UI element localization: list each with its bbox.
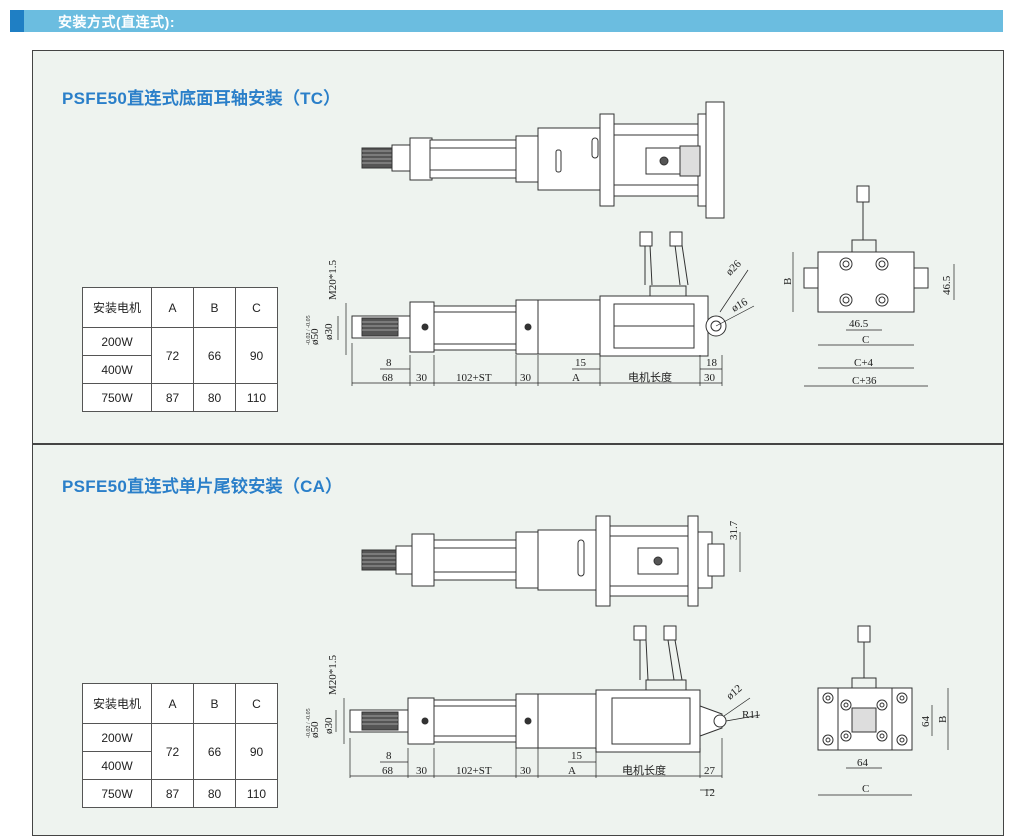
dim-30a: 30 <box>416 372 428 384</box>
spec-table-tc: 安装电机 A B C 200W 72 66 90 400W 750W 87 80… <box>82 287 278 412</box>
dim-d50-tol: -0.02 / -0.05 <box>306 315 312 345</box>
ca-end-dimension-lines <box>818 688 949 796</box>
dim-102-st: 102+ST <box>456 765 492 777</box>
dim-c-36: C+36 <box>852 375 877 387</box>
dim-68: 68 <box>382 372 394 384</box>
ca-side-view <box>349 625 727 753</box>
value-cell: 66 <box>193 327 236 384</box>
value-cell: 80 <box>193 779 236 808</box>
dim-30a: 30 <box>416 765 428 777</box>
dim-c-4: C+4 <box>854 357 874 369</box>
table-header-cell: C <box>235 683 278 724</box>
value-cell: 110 <box>235 779 278 808</box>
dim-68: 68 <box>382 765 394 777</box>
motor-cell: 200W <box>82 723 152 752</box>
dim-d12: ø12 <box>724 682 744 702</box>
dim-d30: ø30 <box>323 717 335 734</box>
dim-d50: ø50 <box>309 721 321 738</box>
dim-a: A <box>572 372 580 384</box>
dim-m20: M20*1.5 <box>327 259 339 300</box>
dim-motor-length: 电机长度 <box>628 370 672 384</box>
dim-d26: ø26 <box>724 258 745 279</box>
dim-8: 8 <box>386 750 392 762</box>
dim-46-5-horizontal: 46.5 <box>849 318 869 330</box>
dim-31-7: 31.7 <box>728 520 740 540</box>
dim-27: 27 <box>704 765 716 777</box>
tc-dimension-lines <box>337 269 755 386</box>
dim-8: 8 <box>386 357 392 369</box>
dim-30b: 30 <box>520 765 532 777</box>
tc-side-view <box>351 231 727 357</box>
dim-c: C <box>862 783 869 795</box>
ca-end-view <box>817 625 913 751</box>
table-header-cell: A <box>151 683 194 724</box>
dim-m20: M20*1.5 <box>327 654 339 695</box>
dim-12: 12 <box>704 787 715 799</box>
dim-15: 15 <box>575 357 587 369</box>
ca-dimension-lines <box>335 697 761 791</box>
dim-d16: ø16 <box>730 296 751 315</box>
dim-motor-length: 电机长度 <box>622 763 666 777</box>
section-header-bar: 安装方式(直连式): <box>10 10 1003 32</box>
dim-30c: 30 <box>704 372 716 384</box>
table-row: 750W 87 80 110 <box>82 779 278 808</box>
tc-top-view <box>361 101 725 219</box>
value-cell: 66 <box>193 723 236 780</box>
ca-top-view <box>361 515 725 607</box>
tc-end-view <box>803 185 929 313</box>
dim-d50: ø50 <box>309 328 321 345</box>
dim-64-horizontal: 64 <box>857 757 869 769</box>
spec-table-ca: 安装电机 A B C 200W 72 66 90 400W 750W 87 80… <box>82 683 278 808</box>
dim-c: C <box>862 334 869 346</box>
tc-end-dimension-lines <box>792 252 955 387</box>
table-header-cell: 安装电机 <box>82 683 152 724</box>
table-row: 400W <box>82 355 278 384</box>
value-cell: 87 <box>151 779 194 808</box>
value-cell: 90 <box>235 327 278 384</box>
value-cell: 110 <box>235 383 278 412</box>
header-title: 安装方式(直连式): <box>58 14 175 30</box>
motor-cell: 750W <box>82 383 152 412</box>
dim-r11: R11 <box>742 709 760 721</box>
table-row: 200W 72 66 90 <box>82 723 278 780</box>
motor-cell: 200W <box>82 327 152 356</box>
dim-64-vertical: 64 <box>920 716 932 728</box>
section-divider <box>32 443 1004 445</box>
dim-15: 15 <box>571 750 583 762</box>
value-cell: 80 <box>193 383 236 412</box>
dim-46-5-vertical: 46.5 <box>941 275 953 295</box>
dim-102-st: 102+ST <box>456 372 492 384</box>
table-row: 750W 87 80 110 <box>82 383 278 412</box>
section-title-tc: PSFE50直连式底面耳轴安装（TC） <box>62 89 341 108</box>
header-accent-block <box>10 10 24 32</box>
section-title-ca: PSFE50直连式单片尾铰安装（CA） <box>62 477 343 496</box>
value-cell: 72 <box>151 327 194 384</box>
dim-b: B <box>782 278 794 285</box>
dim-d50-tol: -0.02 / -0.05 <box>306 708 312 738</box>
dim-d30: ø30 <box>323 323 335 340</box>
dim-18: 18 <box>706 357 718 369</box>
dim-a: A <box>568 765 576 777</box>
table-header-cell: B <box>193 287 236 328</box>
dim-b: B <box>937 716 949 723</box>
motor-cell: 400W <box>82 355 152 384</box>
table-header-row: 安装电机 A B C <box>82 683 278 724</box>
dim-30b: 30 <box>520 372 532 384</box>
table-row: 200W 72 66 90 <box>82 327 278 384</box>
